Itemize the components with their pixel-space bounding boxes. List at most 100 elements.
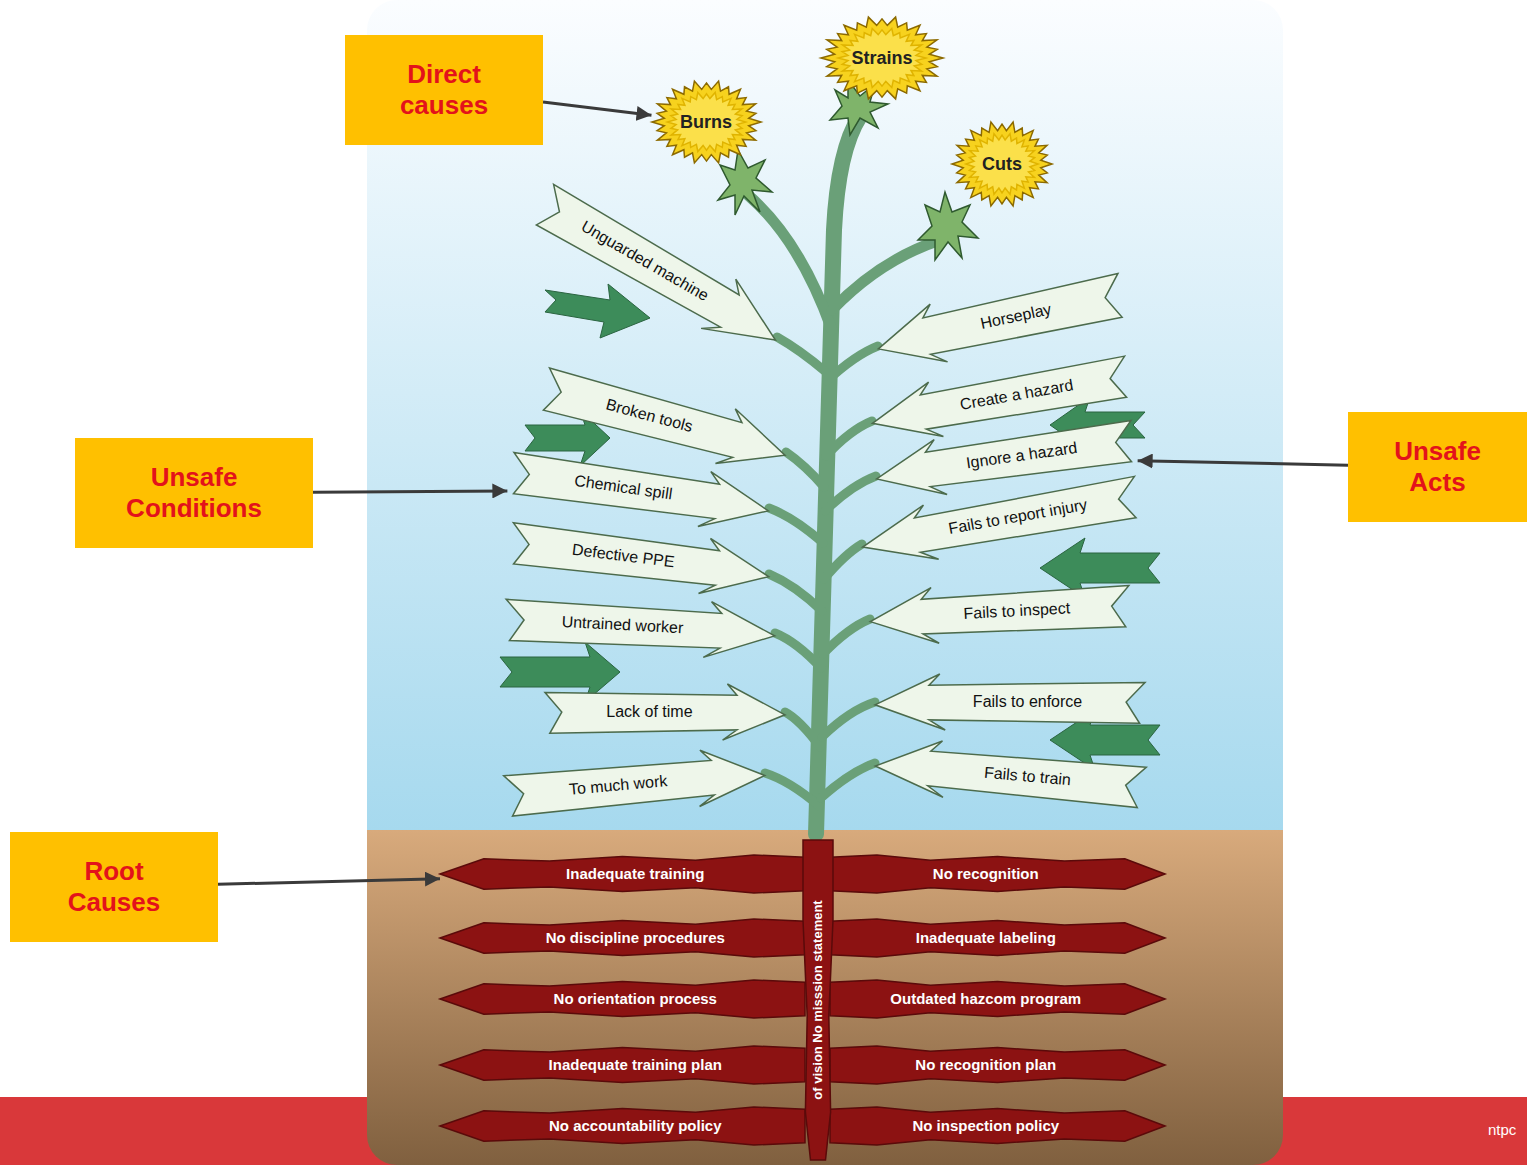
- leaf-arrow-fill: [528, 177, 792, 364]
- leaf-stem: [775, 633, 821, 668]
- leaf-stem: [822, 702, 875, 737]
- leaf-stem: [777, 337, 826, 372]
- root-shape-text-area: No discipline procedures: [484, 919, 787, 957]
- leaf-arrow-text-area: Chemical spill: [527, 458, 720, 519]
- leaf-arrow-fill: [503, 745, 767, 823]
- leaf-arrow-text-area: Broken tools: [556, 375, 742, 457]
- flower-head-fill: [652, 81, 761, 163]
- flower-head-text: Strains: [851, 48, 912, 69]
- leaf-stem: [823, 619, 870, 654]
- leaf-arrow-text: Fails to report injury: [947, 496, 1089, 539]
- leaf-arrow: Lack of time: [545, 684, 785, 740]
- sepal: [918, 192, 978, 260]
- root-shape-fill: [830, 919, 1165, 957]
- leaf-arrow-fill: [871, 265, 1128, 376]
- leaf-arrow-text: Broken tools: [604, 396, 695, 437]
- root-shape: Outdated hazcom program: [830, 980, 1165, 1018]
- leaf-arrow-text-area: Fails to enforce: [929, 685, 1126, 720]
- leaf-arrow: Defective PPE: [508, 514, 773, 601]
- root-shape-fill: [440, 980, 805, 1018]
- leaf-arrow-text: Defective PPE: [571, 541, 676, 572]
- callout-box-text-area: Direct causes: [380, 41, 508, 139]
- leaf-arrow-text-area: Horseplay: [923, 280, 1109, 354]
- pointer-arrow: [543, 102, 652, 115]
- leaf-arrow-text-area: Unguarded machine: [550, 196, 739, 327]
- root-shape-fill: [830, 980, 1165, 1018]
- pointer-arrow: [218, 879, 440, 885]
- leaf-stem: [826, 421, 872, 456]
- root-shape: Inadequate training: [440, 855, 805, 893]
- leaf-arrow-fill: [869, 577, 1132, 647]
- leaf-arrow: Fails to train: [873, 735, 1147, 814]
- root-shape-text: No accountability policy: [549, 1117, 722, 1134]
- root-shape: Inadequate labeling: [830, 919, 1165, 957]
- callout-box-fill: [345, 35, 543, 145]
- root-shape-text: Inadequate training plan: [549, 1056, 722, 1073]
- leaf-stem: [821, 763, 875, 798]
- leaf-arrow: Unguarded machine: [528, 177, 792, 364]
- flower-head-text-area: Burns: [660, 88, 753, 156]
- root-shape-fill: [440, 919, 805, 957]
- callout-box-fill: [75, 438, 313, 548]
- flower-head-text-area: Strains: [829, 24, 935, 92]
- callout-box-text: Unsafe Acts: [1368, 436, 1507, 498]
- leaf-arrow: Fails to enforce: [875, 674, 1145, 730]
- leaf-arrow-text: Chemical spill: [573, 472, 673, 504]
- leaf-arrow-fill: [857, 468, 1142, 572]
- leaf-arrow: Fails to inspect: [869, 577, 1132, 647]
- pointer-arrow: [1138, 461, 1348, 465]
- root-shape: No recognition: [830, 855, 1165, 893]
- dark-leaf: [545, 284, 650, 338]
- leaf-arrow-text: Fails to inspect: [963, 600, 1071, 624]
- leaf-stem: [785, 712, 820, 747]
- root-shape-fill: [440, 1046, 805, 1084]
- root-shape-fill: [440, 855, 805, 893]
- root-shape-text: Inadequate labeling: [916, 929, 1056, 946]
- leaf-arrow: Untrained worker: [504, 591, 777, 661]
- root-shape: No inspection policy: [830, 1107, 1165, 1145]
- leaf-arrow-fill: [508, 514, 773, 601]
- root-shape: No discipline procedures: [440, 919, 805, 957]
- callout-box-fill: [1348, 412, 1527, 522]
- callout-box-text-area: Unsafe Conditions: [95, 444, 293, 542]
- callout-box: Unsafe Conditions: [75, 438, 313, 548]
- root-shape-text: No inspection policy: [912, 1117, 1059, 1134]
- callout-box-text-area: Root Causes: [45, 838, 183, 936]
- leaf-arrow-text: Unguarded machine: [577, 218, 711, 306]
- leaf-arrow: Horseplay: [871, 265, 1128, 376]
- connectors: [218, 102, 1348, 884]
- root-shape-text-area: Inadequate labeling: [847, 919, 1125, 957]
- root-shape-text-area: No inspection policy: [847, 1107, 1125, 1145]
- footer-label: ntpc: [1488, 1121, 1516, 1138]
- leaf-arrow-text: Ignore a hazard: [965, 439, 1079, 473]
- leaf-arrow-text-area: Ignore a hazard: [925, 426, 1118, 487]
- leaf-arrow-fill: [873, 735, 1147, 814]
- root-shape-text-area: Inadequate training plan: [484, 1046, 787, 1084]
- root-shape-text-area: Inadequate training: [484, 855, 787, 893]
- callout-box-text: Root Causes: [45, 856, 183, 918]
- taproot: of vision No misssion statement: [803, 840, 833, 1160]
- root-shape: No orientation process: [440, 980, 805, 1018]
- root-shape-fill: [830, 855, 1165, 893]
- flower-stem: [748, 195, 832, 330]
- flower-stem: [832, 240, 940, 310]
- leaf-arrow-text-area: Lack of time: [562, 695, 737, 730]
- flower-head: Strains: [821, 16, 943, 100]
- root-shape-text-area: No orientation process: [484, 980, 787, 1018]
- root-shape-text-area: No accountability policy: [484, 1107, 787, 1145]
- root-shape-text: No orientation process: [554, 990, 717, 1007]
- root-shape-text-area: No recognition: [847, 855, 1125, 893]
- leaf-arrow-fill: [875, 674, 1145, 730]
- flower-head-fill: [821, 17, 943, 99]
- pointer-arrow: [313, 491, 507, 492]
- leaf-arrow-fill: [507, 444, 772, 536]
- root-shape-text: No discipline procedures: [546, 929, 725, 946]
- flower-head-text: Cuts: [982, 154, 1022, 175]
- leaf-arrow-text: Untrained worker: [561, 613, 684, 638]
- flower-head-fill: [952, 122, 1052, 206]
- root-shape-text: Inadequate training: [566, 865, 704, 882]
- leaf-arrow-fill: [545, 684, 785, 740]
- leaf-stem: [825, 476, 876, 511]
- flower-head-fill: [667, 93, 745, 152]
